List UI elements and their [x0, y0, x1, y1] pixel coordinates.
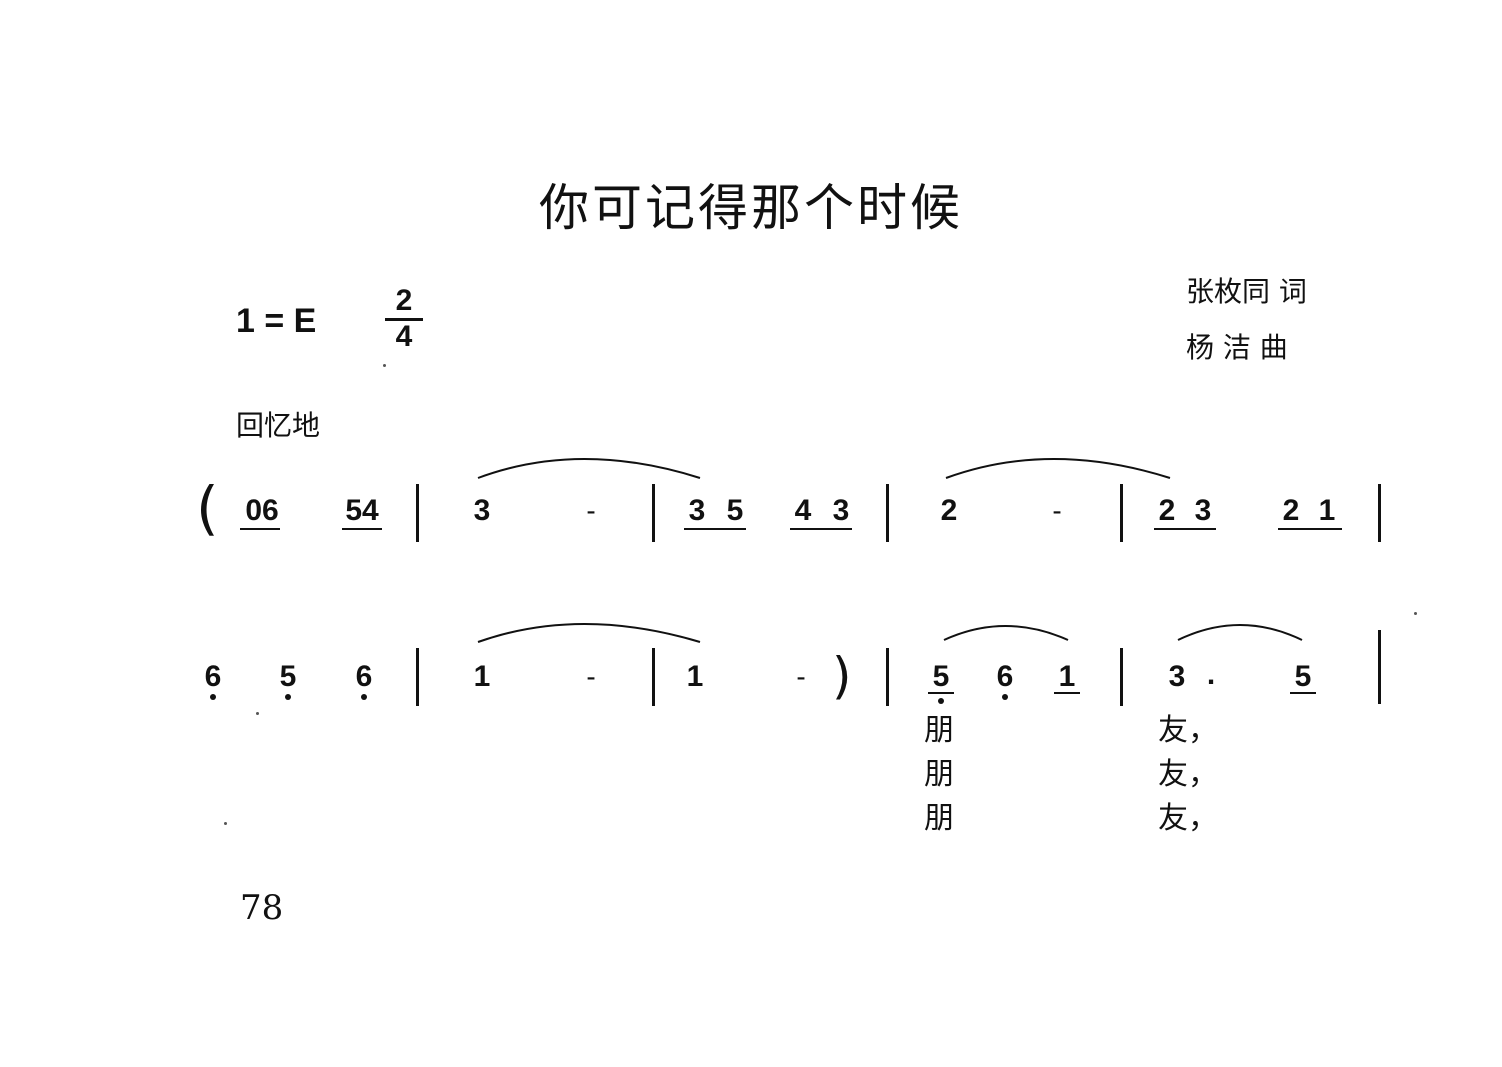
slur-2: [945, 458, 1171, 479]
underline: [790, 528, 852, 530]
note: 3: [1168, 660, 1186, 693]
barline: [1378, 630, 1381, 704]
open-parenthesis: (: [196, 474, 219, 542]
lyric-verse-1-syllable-2: 友，: [1158, 713, 1218, 748]
slur-3: [477, 623, 701, 643]
note: 1: [686, 660, 704, 693]
underline: [928, 692, 954, 694]
barline: [1378, 484, 1381, 542]
underline: [342, 528, 382, 530]
scan-speck: [256, 712, 259, 715]
note: 2: [1282, 494, 1300, 527]
note: 5: [726, 494, 744, 527]
barline: [652, 648, 655, 706]
note: 2: [1158, 494, 1176, 527]
dash: -: [586, 661, 596, 692]
scan-speck: [383, 364, 386, 367]
dash: -: [586, 495, 596, 526]
note: 5: [1294, 660, 1312, 693]
lower-octave-dot: [361, 694, 367, 700]
lyric-verse-1-syllable-1: 朋: [924, 713, 954, 748]
lyric-verse-3-syllable-2: 友，: [1158, 801, 1218, 836]
slur-4: [943, 625, 1069, 641]
lower-octave-dot: [1002, 694, 1008, 700]
slur-5: [1177, 624, 1303, 641]
underline: [1154, 528, 1216, 530]
note: 6: [996, 660, 1014, 693]
barline: [886, 484, 889, 542]
note: 5: [932, 660, 950, 693]
note: 5: [279, 660, 297, 693]
note: 2: [940, 494, 958, 527]
note: 3: [473, 494, 491, 527]
page-number: 78: [240, 888, 284, 928]
lyric-verse-2-syllable-1: 朋: [924, 757, 954, 792]
key-signature: 1 = E: [236, 302, 317, 340]
time-signature-top: 2: [395, 284, 413, 317]
underline: [1290, 692, 1316, 694]
barline: [1120, 484, 1123, 542]
lyric-verse-2-syllable-2: 友，: [1158, 757, 1218, 792]
scan-speck: [1414, 612, 1417, 615]
lower-octave-dot: [285, 694, 291, 700]
note: 3: [1194, 494, 1212, 527]
note: 1: [473, 660, 491, 693]
note-group: 06: [245, 494, 279, 527]
lower-octave-dot: [938, 698, 944, 704]
time-signature-bar: [385, 318, 423, 321]
slur-1: [477, 458, 701, 479]
underline: [240, 528, 280, 530]
note: 1: [1318, 494, 1336, 527]
note-group: 54: [345, 494, 379, 527]
barline: [886, 648, 889, 706]
song-title: 你可记得那个时候: [539, 179, 963, 237]
lyricist-credit: 张枚同 词: [1186, 275, 1307, 308]
note: 6: [355, 660, 373, 693]
augmentation-dot: .: [1206, 658, 1216, 691]
barline: [652, 484, 655, 542]
lower-octave-dot: [210, 694, 216, 700]
underline: [1054, 692, 1080, 694]
note: 3: [688, 494, 706, 527]
barline: [416, 648, 419, 706]
tempo-marking: 回忆地: [236, 409, 321, 442]
note: 4: [794, 494, 812, 527]
dash: -: [1052, 495, 1062, 526]
note: 1: [1058, 660, 1076, 693]
time-signature-bottom: 4: [395, 320, 413, 353]
dash: -: [796, 661, 806, 692]
composer-credit: 杨 洁 曲: [1186, 331, 1288, 364]
note: 6: [204, 660, 222, 693]
barline: [416, 484, 419, 542]
lyric-verse-3-syllable-1: 朋: [924, 801, 954, 836]
close-parenthesis: ): [832, 647, 852, 705]
underline: [1278, 528, 1342, 530]
barline: [1120, 648, 1123, 706]
scan-speck: [224, 822, 227, 825]
underline: [684, 528, 746, 530]
note: 3: [832, 494, 850, 527]
